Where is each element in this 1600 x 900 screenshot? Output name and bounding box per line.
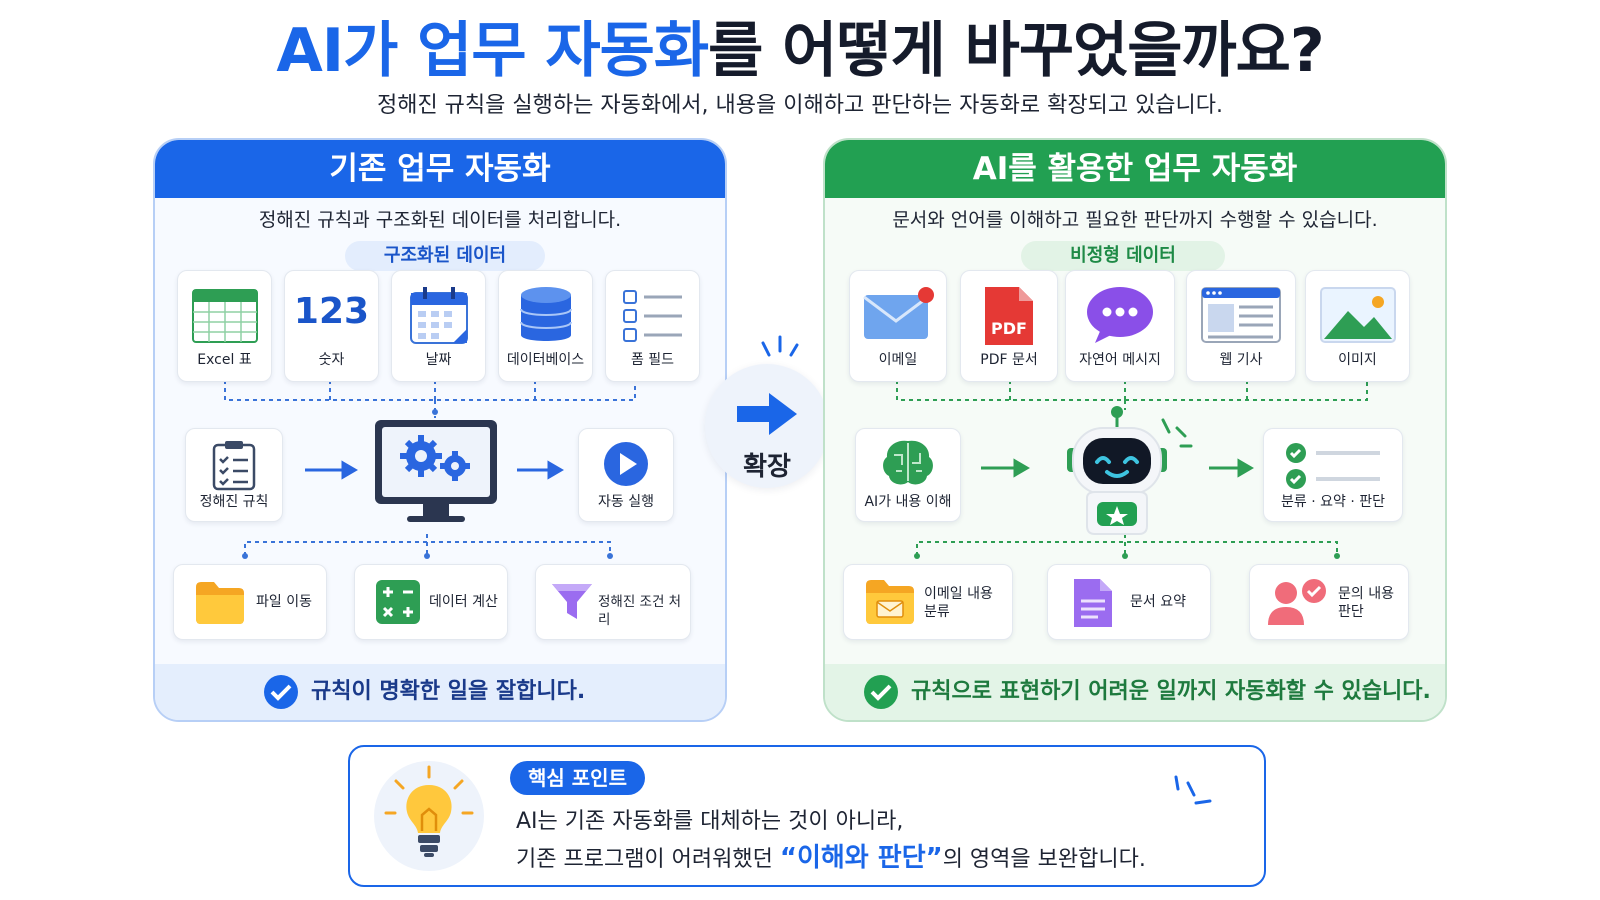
calculator-icon [376,580,420,624]
ai-output-card-mail-classify: 이메일 내용 분류 [843,564,1013,640]
source-label-excel: Excel 표 [197,352,252,368]
ai-output-label-doc-summary: 문서 요약 [1130,594,1186,610]
key-point-quote: “이해와 판단” [779,843,943,873]
source-label-database: 데이터베이스 [506,352,585,368]
unstructured-data-pill: 비정형 데이터 [1021,241,1225,271]
source-card-date: 날짜 [391,270,486,382]
rules-card: 정해진 규칙 [185,428,283,522]
key-point-line1: AI는 기존 자동화를 대체하는 것이 아니라, [516,809,904,834]
database-icon [519,287,572,341]
legacy-footer: 규칙이 명확한 일을 잘합니다. [155,664,725,720]
key-point-line2: 기존 프로그램이 어려워했던 “이해와 판단”의 영역을 보완합니다. [516,837,1146,874]
calendar-icon [409,287,468,344]
ai-judge-label: 분류 · 요약 · 판단 [1281,494,1385,510]
structured-data-pill: 구조화된 데이터 [345,241,545,271]
legacy-connectors [224,380,636,559]
expansion-center: 확장 [705,364,829,488]
sparkle-marks-icon [761,335,799,357]
ai-understand-label: AI가 내용 이해 [864,494,952,510]
output-card-condition: 정해진 조건 처리 [535,564,691,640]
key-point-line2-post: 의 영역을 보완합니다. [942,847,1146,872]
ai-output-label-inquiry-line1: 문의 내용 [1338,586,1394,602]
monitor-gears-icon [375,420,497,522]
page-title: AI가 업무 자동화를 어떻게 바꾸었을까요? [0,6,1600,96]
ai-output-label-mail-line2: 분류 [924,604,950,620]
source-card-database: 데이터베이스 [498,270,593,382]
table-icon [191,289,258,343]
mail-folder-icon [866,580,914,624]
source-card-excel: Excel 표 [177,270,272,382]
ai-automation-panel: AI를 활용한 업무 자동화 문서와 언어를 이해하고 필요한 판단까지 수행할… [823,138,1447,722]
auto-execute-card: 자동 실행 [578,428,674,522]
ai-understand-card: AI가 내용 이해 [855,428,961,522]
ai-connectors [896,380,1368,559]
ai-footer: 규칙으로 표현하기 어려운 일까지 자동화할 수 있습니다. [825,664,1445,720]
page-subtitle: 정해진 규칙을 실행하는 자동화에서, 내용을 이해하고 판단하는 자동화로 확… [376,93,1224,118]
source-label-date: 날짜 [425,352,452,368]
checklist-clipboard-icon [212,441,256,491]
source-card-image: 이미지 [1305,270,1410,382]
ai-output-label-mail-line1: 이메일 내용 [924,586,993,602]
robot-icon [1067,406,1193,535]
arrow-right-icon [737,393,797,435]
ai-output-card-inquiry: 문의 내용 판단 [1249,564,1409,640]
output-card-calc: 데이터 계산 [354,564,508,640]
ai-output-label-inquiry-line2: 판단 [1338,604,1364,620]
image-icon [1319,287,1396,343]
legacy-panel-description: 정해진 규칙과 구조화된 데이터를 처리합니다. [258,209,622,231]
ai-output-card-doc-summary: 문서 요약 [1047,564,1211,640]
lightbulb-icon [374,761,484,871]
source-card-pdf: PDF PDF 문서 [960,270,1058,382]
output-card-file-move: 파일 이동 [173,564,327,640]
source-card-web: 웹 기사 [1186,270,1296,382]
rules-label: 정해진 규칙 [199,494,269,510]
legacy-automation-panel: 기존 업무 자동화 정해진 규칙과 구조화된 데이터를 처리합니다. 구조화된 … [153,138,727,722]
brain-icon [883,440,933,485]
source-label-web: 웹 기사 [1219,352,1263,368]
output-label-condition: 정해진 조건 처리 [598,594,682,628]
source-card-numbers: 123 숫자 [284,270,379,382]
key-point-box: 핵심 포인트 AI는 기존 자동화를 대체하는 것이 아니라, 기존 프로그램이… [348,745,1266,887]
source-label-email: 이메일 [878,352,918,368]
play-icon [604,442,648,486]
key-point-line2-pre: 기존 프로그램이 어려워했던 [516,847,780,872]
document-icon [1074,579,1112,627]
chat-bubble-icon [1087,287,1153,343]
pdf-icon [985,287,1033,345]
key-point-badge: 핵심 포인트 [510,761,645,795]
sparkle-marks-icon [1174,775,1212,805]
check-circle-icon [864,675,898,709]
auto-execute-label: 자동 실행 [598,494,654,510]
source-label-numbers: 숫자 [318,352,345,368]
mail-icon [863,287,934,339]
pdf-glyph: PDF [991,319,1027,338]
form-fields-icon [622,290,682,342]
legacy-footer-text: 규칙이 명확한 일을 잘합니다. [311,679,586,704]
source-label-image: 이미지 [1338,352,1377,368]
ai-judge-card: 분류 · 요약 · 판단 [1263,428,1403,522]
source-label-form: 폼 필드 [630,352,675,368]
title-rest: 를 어떻게 바꾸었을까요? [708,16,1325,86]
title-highlight: AI가 업무 자동화 [276,16,709,86]
source-card-chat: 자연어 메시지 [1065,270,1175,382]
output-label-calc: 데이터 계산 [429,594,498,610]
numbers-icon: 123 [293,291,370,332]
web-article-icon [1201,287,1281,343]
folder-icon [196,582,244,624]
expansion-label: 확장 [743,452,791,482]
ai-panel-header: AI를 활용한 업무 자동화 [825,140,1445,198]
legacy-panel-header: 기존 업무 자동화 [155,140,725,198]
funnel-icon [552,584,592,619]
source-card-form: 폼 필드 [605,270,700,382]
people-check-icon [1268,579,1326,625]
output-label-file-move: 파일 이동 [256,594,312,610]
checklist-icon [1286,443,1380,489]
source-label-pdf: PDF 문서 [980,352,1038,368]
source-card-email: 이메일 [849,270,947,382]
source-label-chat: 자연어 메시지 [1079,352,1161,368]
ai-footer-text: 규칙으로 표현하기 어려운 일까지 자동화할 수 있습니다. [911,679,1431,704]
ai-panel-description: 문서와 언어를 이해하고 필요한 판단까지 수행할 수 있습니다. [892,209,1378,231]
check-circle-icon [264,675,298,709]
